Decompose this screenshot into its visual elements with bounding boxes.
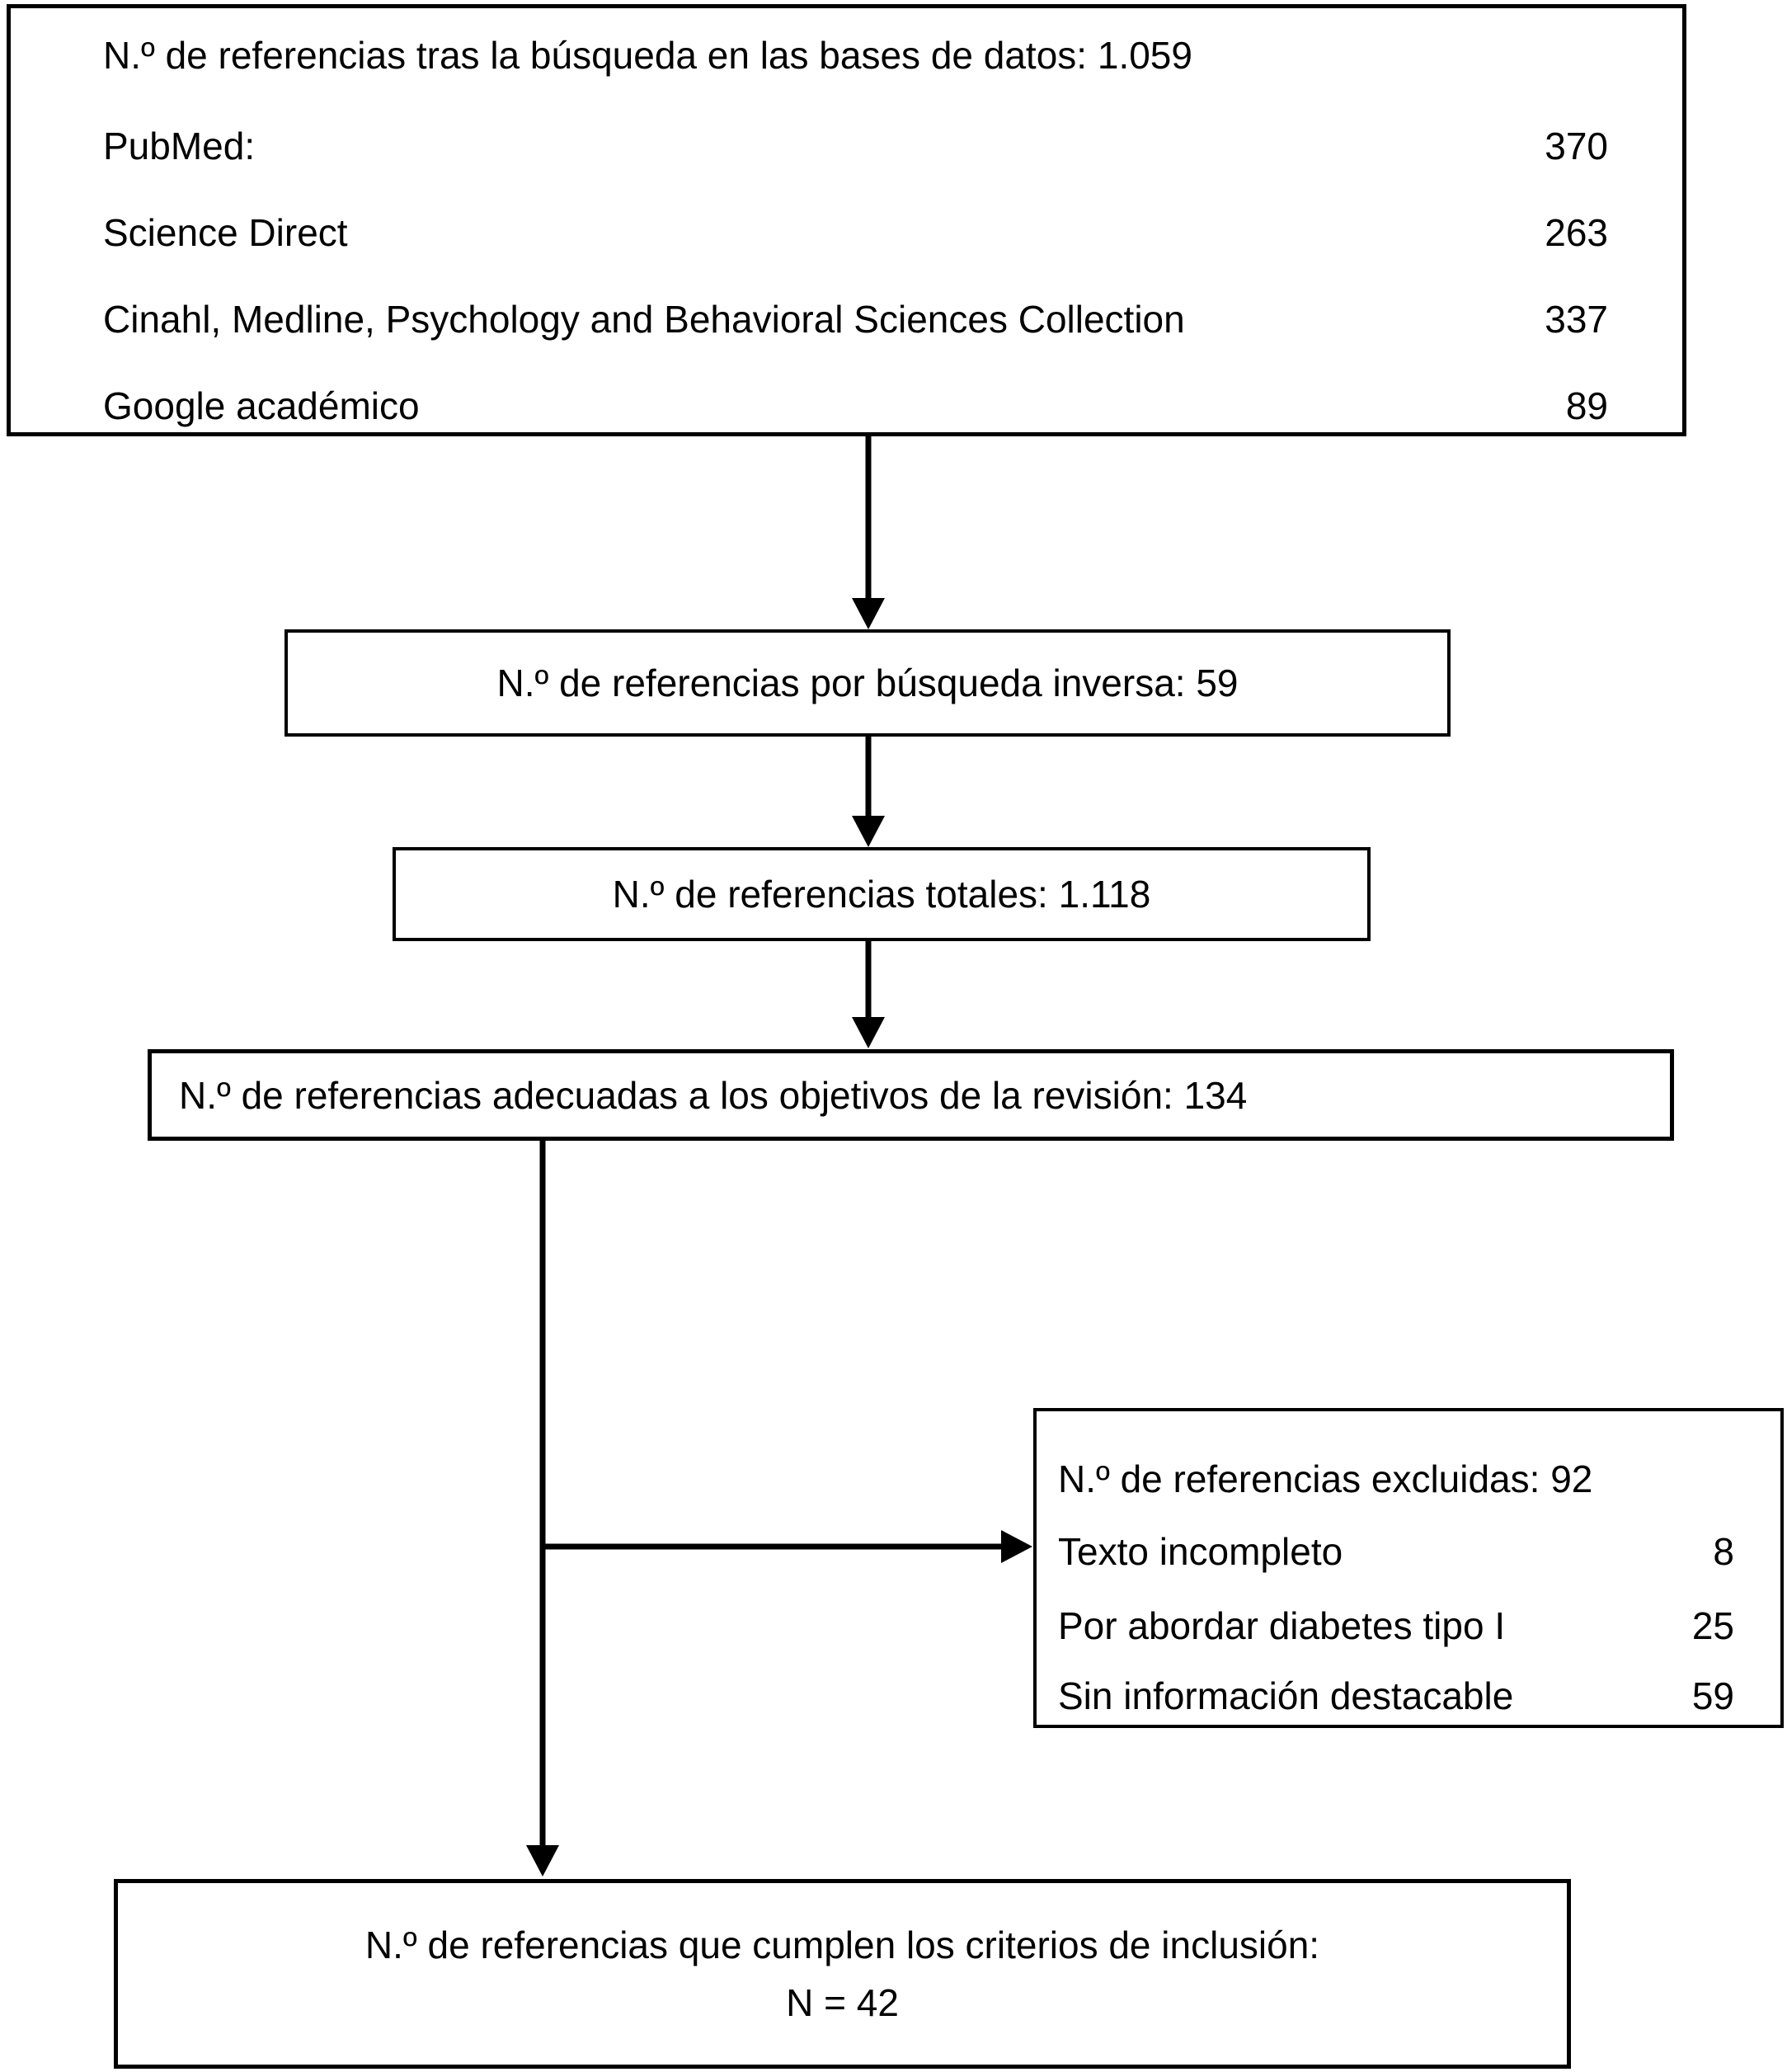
database-row-value: 89	[1565, 384, 1608, 427]
reverse-search-box: N.º de referencias por búsqueda inversa:…	[285, 629, 1451, 737]
databases-box-title: N.º de referencias tras la búsqueda en l…	[103, 34, 1192, 77]
arrowhead-down-icon	[526, 1845, 559, 1877]
total-references-box: N.º de referencias totales: 1.118	[393, 847, 1371, 941]
database-row-value: 263	[1545, 211, 1608, 254]
arrowhead-down-icon	[852, 816, 885, 847]
arrow-to-excluded	[540, 1530, 1032, 1563]
database-row: Science Direct 263	[103, 210, 1608, 255]
excluded-row-value: 8	[1713, 1530, 1734, 1573]
arrowhead-down-icon	[852, 598, 885, 629]
included-references-line2: N = 42	[786, 1981, 899, 2024]
excluded-row-label: Por abordar diabetes tipo I	[1058, 1604, 1506, 1647]
database-row-label: Cinahl, Medline, Psychology and Behavior…	[103, 298, 1185, 341]
database-row-value: 370	[1545, 125, 1608, 167]
arrowhead-right-icon	[1001, 1530, 1032, 1563]
excluded-row: Por abordar diabetes tipo I 25	[1058, 1603, 1734, 1648]
database-row: Google académico 89	[103, 384, 1608, 428]
excluded-row: Sin información destacable 59	[1058, 1674, 1734, 1718]
database-row-label: Google académico	[103, 384, 420, 427]
included-references-line1: N.º de referencias que cumplen los crite…	[364, 1924, 1320, 1966]
database-row: Cinahl, Medline, Psychology and Behavior…	[103, 297, 1608, 341]
database-row-value: 337	[1545, 298, 1608, 341]
arrow-reverse-to-total	[852, 737, 885, 847]
excluded-row-value: 25	[1691, 1604, 1734, 1647]
database-row-label: Science Direct	[103, 211, 348, 254]
database-row-label: PubMed:	[103, 125, 256, 167]
arrow-total-to-adequate	[852, 941, 885, 1048]
total-references-text: N.º de referencias totales: 1.118	[612, 873, 1151, 916]
excluded-row-label: Sin información destacable	[1058, 1674, 1514, 1717]
included-references-box: N.º de referencias que cumplen los crite…	[114, 1879, 1571, 2069]
excluded-row: Texto incompleto 8	[1058, 1529, 1734, 1574]
reverse-search-text: N.º de referencias por búsqueda inversa:…	[496, 662, 1239, 704]
adequate-references-text: N.º de referencias adecuadas a los objet…	[179, 1073, 1248, 1117]
excluded-references-box: N.º de referencias excluidas: 92 Texto i…	[1033, 1408, 1784, 1728]
database-row: PubMed: 370	[103, 124, 1608, 168]
adequate-references-box: N.º de referencias adecuadas a los objet…	[148, 1049, 1674, 1141]
arrow-databases-to-reverse	[852, 436, 885, 629]
arrow-adequate-to-included	[526, 1141, 559, 1877]
excluded-row-label: Texto incompleto	[1058, 1530, 1343, 1573]
excluded-row-value: 59	[1691, 1674, 1734, 1717]
excluded-box-title: N.º de referencias excluidas: 92	[1058, 1457, 1593, 1500]
arrowhead-down-icon	[852, 1017, 885, 1048]
databases-box: N.º de referencias tras la búsqueda en l…	[7, 4, 1686, 436]
